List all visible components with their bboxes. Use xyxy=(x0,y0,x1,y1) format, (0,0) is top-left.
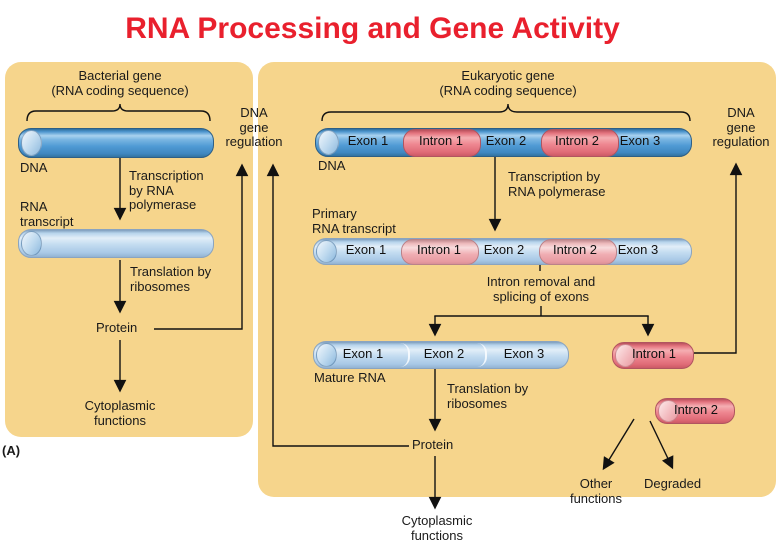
other-functions-label: Other functions xyxy=(569,476,623,506)
primary-rna-transcript-label: Primary RNA transcript xyxy=(312,206,396,236)
mature-rna-label: Mature RNA xyxy=(314,370,386,385)
intron-removal-label: Intron removal and splicing of exons xyxy=(486,274,596,304)
cylinder-cap xyxy=(318,130,339,155)
intron2-capsule-label: Intron 2 xyxy=(673,402,719,417)
middle-dna-gene-regulation-label: DNA gene regulation xyxy=(225,105,283,149)
primary-exon1-label: Exon 1 xyxy=(345,242,387,257)
bacterial-protein-label: Protein xyxy=(96,320,138,335)
eukaryotic-dna-label: DNA xyxy=(318,158,346,173)
bacterial-rna-transcript-label: RNA transcript xyxy=(20,199,74,229)
eukaryotic-heading: Eukaryotic gene (RNA coding sequence) xyxy=(439,68,577,98)
mature-exon2-label: Exon 2 xyxy=(423,346,465,361)
bacterial-dna-cylinder xyxy=(18,128,214,158)
panel-a-tag: (A) xyxy=(2,443,21,458)
eukaryotic-protein-label: Protein xyxy=(412,437,454,452)
mature-exon1-label: Exon 1 xyxy=(342,346,384,361)
cylinder-cap xyxy=(21,130,42,156)
exon-divider xyxy=(469,343,487,367)
dna-intron2-label: Intron 2 xyxy=(554,133,600,148)
intron1-capsule-label: Intron 1 xyxy=(631,346,677,361)
degraded-label: Degraded xyxy=(644,476,702,491)
cylinder-cap xyxy=(21,231,42,256)
primary-intron2-segment xyxy=(539,238,617,265)
mature-exon3-label: Exon 3 xyxy=(503,346,545,361)
primary-exon3-label: Exon 3 xyxy=(617,242,659,257)
right-dna-gene-regulation-label: DNA gene regulation xyxy=(712,105,770,149)
bacterial-rna-cylinder xyxy=(18,229,214,258)
cylinder-cap xyxy=(615,344,636,367)
exon-divider xyxy=(392,343,410,367)
bacterial-heading: Bacterial gene (RNA coding sequence) xyxy=(51,68,189,98)
intron1-capsule xyxy=(612,342,694,369)
dna-exon2-label: Exon 2 xyxy=(485,133,527,148)
dna-exon3-label: Exon 3 xyxy=(619,133,661,148)
dna-intron1-segment xyxy=(403,128,481,157)
bacterial-transcription-label: Transcription by RNA polymerase xyxy=(129,168,204,212)
intron2-capsule xyxy=(655,398,735,424)
primary-intron2-label: Intron 2 xyxy=(552,242,598,257)
bacterial-translation-label: Translation by ribosomes xyxy=(130,264,212,294)
eukaryotic-dna-cylinder xyxy=(315,128,692,157)
primary-intron1-label: Intron 1 xyxy=(416,242,462,257)
primary-intron1-segment xyxy=(401,238,479,265)
eukaryotic-transcription-label: Transcription by RNA polymerase xyxy=(508,169,606,199)
dna-intron1-label: Intron 1 xyxy=(418,133,464,148)
dna-intron2-segment xyxy=(541,128,619,157)
bacterial-cytoplasmic-label: Cytoplasmic functions xyxy=(84,398,156,428)
eukaryotic-translation-label: Translation by ribosomes xyxy=(447,381,529,411)
bacterial-dna-label: DNA xyxy=(20,160,48,175)
primary-exon2-label: Exon 2 xyxy=(483,242,525,257)
eukaryotic-cytoplasmic-label: Cytoplasmic functions xyxy=(401,513,473,543)
dna-exon1-label: Exon 1 xyxy=(347,133,389,148)
page-title: RNA Processing and Gene Activity xyxy=(125,12,620,45)
